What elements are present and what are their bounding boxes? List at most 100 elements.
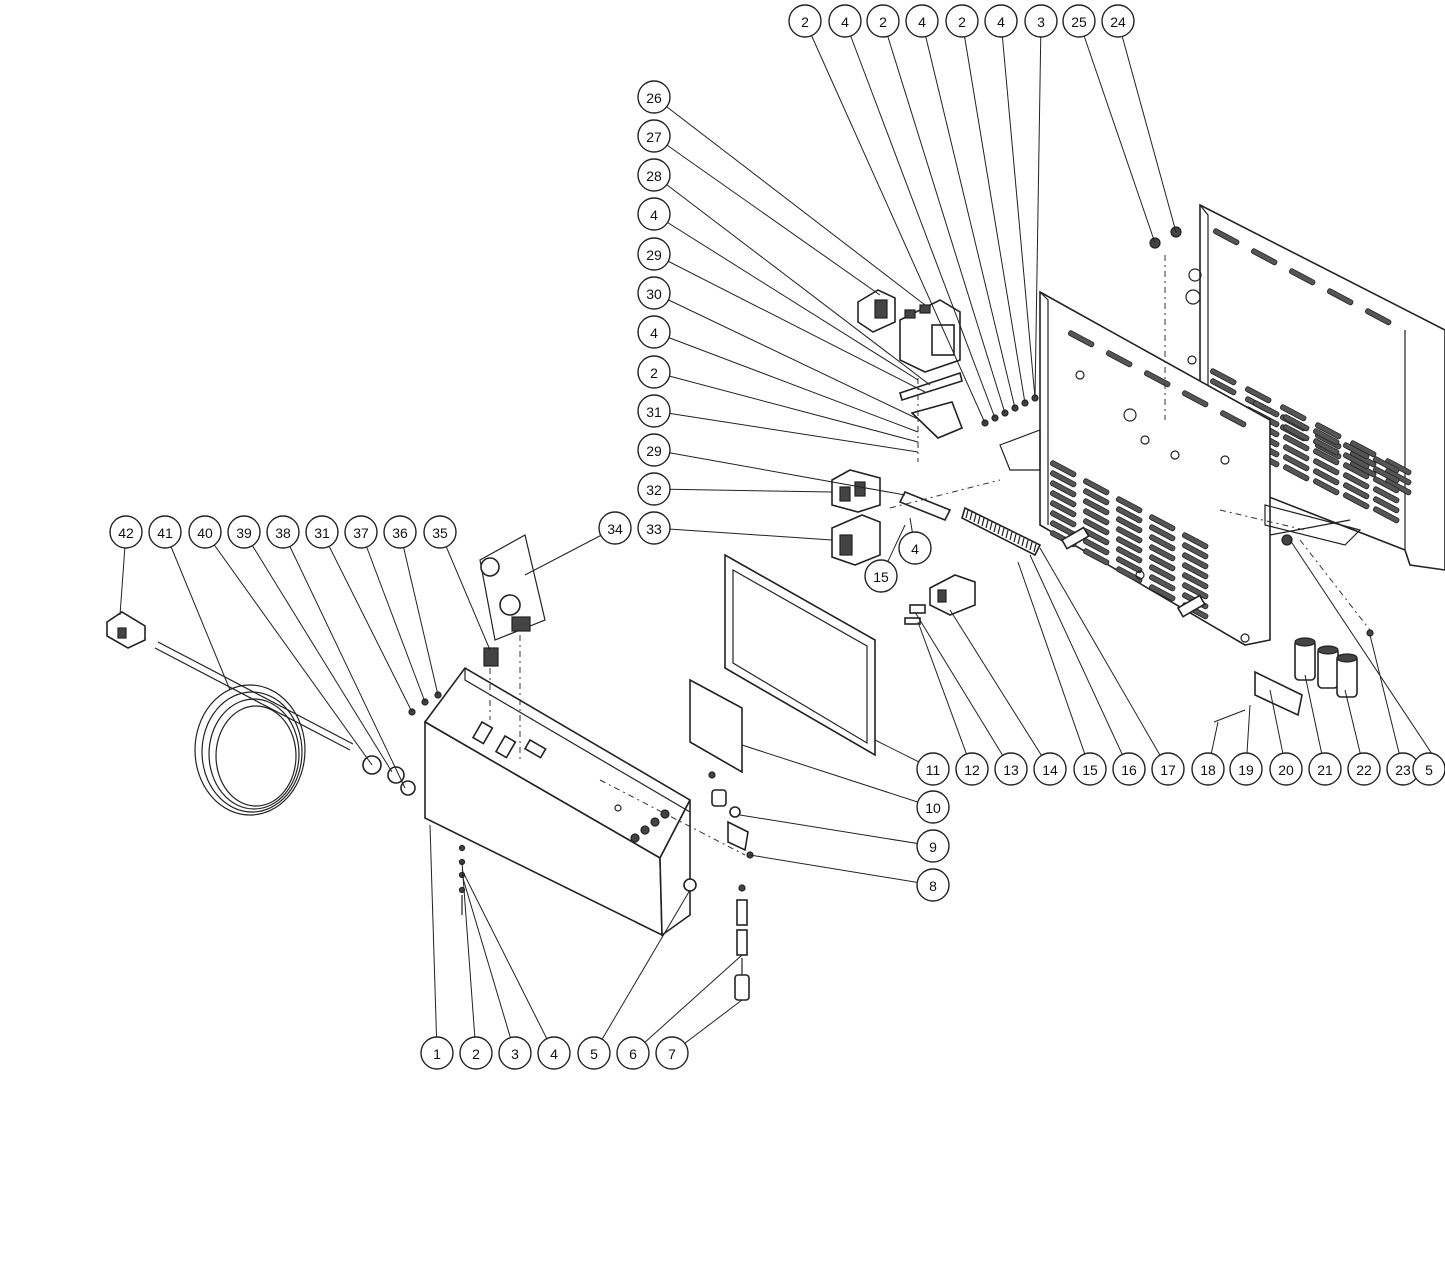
din-rail-28 bbox=[899, 371, 964, 462]
callout-bubble-r17: 17 bbox=[1151, 752, 1185, 786]
leader-line-c27 bbox=[653, 135, 881, 296]
callout-label-c4a: 4 bbox=[650, 207, 658, 223]
leader-line-l31 bbox=[321, 531, 413, 713]
callout-label-c33: 33 bbox=[646, 521, 662, 537]
callout-label-b2: 2 bbox=[472, 1046, 480, 1062]
gasket-frame-11 bbox=[724, 553, 876, 757]
terminal-tick bbox=[973, 513, 977, 523]
callout-bubble-l35: 35 bbox=[423, 515, 457, 549]
louver-slot bbox=[1312, 458, 1340, 476]
callout-bubble-b4: 4 bbox=[537, 1036, 571, 1070]
callout-label-l39: 39 bbox=[236, 525, 252, 541]
leader-line-c26 bbox=[653, 96, 926, 306]
callout-label-t4b: 4 bbox=[918, 14, 926, 30]
louver-slot bbox=[1105, 350, 1133, 368]
callout-bubble-r5: 5 bbox=[1412, 752, 1445, 786]
callout-label-r21: 21 bbox=[1317, 762, 1333, 778]
terminal-tick bbox=[1025, 539, 1029, 549]
louver-slot bbox=[1282, 464, 1310, 482]
callout-label-c31: 31 bbox=[646, 404, 662, 420]
terminal-tick bbox=[1017, 535, 1021, 545]
leader-line-r16 bbox=[1029, 554, 1130, 770]
leader-line-t24 bbox=[1117, 20, 1177, 233]
louver-slot bbox=[1148, 574, 1176, 592]
louver-slot bbox=[1181, 390, 1209, 408]
louver-slot bbox=[1049, 490, 1077, 508]
callout-label-t4a: 4 bbox=[841, 14, 849, 30]
callout-label-b6: 6 bbox=[629, 1046, 637, 1062]
callout-label-r14: 14 bbox=[1042, 762, 1058, 778]
louver-slot bbox=[1181, 532, 1209, 550]
louver-slot bbox=[1115, 546, 1143, 564]
louver-slot bbox=[1212, 228, 1240, 246]
callout-label-s9: 9 bbox=[929, 839, 937, 855]
louver-slot bbox=[1342, 462, 1370, 480]
terminal-tick bbox=[989, 521, 993, 531]
callout-bubble-r20: 20 bbox=[1269, 752, 1303, 786]
callout-label-r23: 23 bbox=[1395, 762, 1411, 778]
louver-slot bbox=[1312, 478, 1340, 496]
callout-label-l40: 40 bbox=[197, 525, 213, 541]
leader-line-t2b bbox=[882, 20, 1006, 414]
callout-bubble-t2b: 2 bbox=[866, 4, 900, 38]
callout-label-c27: 27 bbox=[646, 129, 662, 145]
louver-slot bbox=[1049, 470, 1077, 488]
callout-bubble-t4c: 4 bbox=[984, 4, 1018, 38]
callout-label-b4: 4 bbox=[550, 1046, 558, 1062]
callout-bubble-b3: 3 bbox=[498, 1036, 532, 1070]
callout-label-r18: 18 bbox=[1200, 762, 1216, 778]
callout-label-t2c: 2 bbox=[958, 14, 966, 30]
louver-slot bbox=[1209, 378, 1237, 396]
leader-line-b4 bbox=[461, 869, 555, 1054]
leader-line-r15 bbox=[1017, 561, 1091, 770]
leader-line-c29b bbox=[653, 449, 906, 496]
louver-slot bbox=[1372, 476, 1400, 494]
louver-slot bbox=[1312, 448, 1340, 466]
leader-line-r23 bbox=[1369, 634, 1404, 770]
callout-label-c32: 32 bbox=[646, 482, 662, 498]
callout-bubble-m34: 34 bbox=[598, 511, 632, 545]
louver-slot bbox=[1082, 518, 1110, 536]
louver-slot bbox=[1148, 534, 1176, 552]
leader-line-t3 bbox=[1034, 20, 1042, 399]
callout-bubble-l31: 31 bbox=[305, 515, 339, 549]
terminal-tick bbox=[1005, 529, 1009, 539]
leader-line-c2 bbox=[653, 371, 919, 443]
louver-slot bbox=[1372, 466, 1400, 484]
callout-label-r11: 11 bbox=[926, 762, 941, 778]
callout-bubble-c2: 2 bbox=[637, 355, 671, 389]
louver-slot bbox=[1082, 538, 1110, 556]
transformer-14 bbox=[904, 574, 976, 625]
callout-label-t2b: 2 bbox=[879, 14, 887, 30]
capacitors-21-22 bbox=[1281, 534, 1374, 698]
switch-35 bbox=[483, 647, 499, 720]
louver-slot bbox=[1082, 478, 1110, 496]
callout-label-b7: 7 bbox=[668, 1046, 676, 1062]
louver-slot bbox=[1342, 482, 1370, 500]
leader-line-c4b bbox=[653, 331, 919, 433]
callout-label-r17: 17 bbox=[1160, 762, 1176, 778]
terminal-tick bbox=[1009, 531, 1013, 541]
callout-bubble-l42: 42 bbox=[109, 515, 143, 549]
leader-line-c30 bbox=[653, 292, 921, 421]
callout-label-r19: 19 bbox=[1238, 762, 1254, 778]
callout-label-r13: 13 bbox=[1003, 762, 1019, 778]
louver-slot bbox=[1115, 536, 1143, 554]
leader-line-s9 bbox=[739, 814, 934, 847]
terminal-tick bbox=[977, 515, 981, 525]
callout-label-b5: 5 bbox=[590, 1046, 598, 1062]
sensor-probe-assembly bbox=[599, 771, 754, 1001]
callout-label-l37: 37 bbox=[353, 525, 369, 541]
louver-slot bbox=[1372, 506, 1400, 524]
callout-bubble-c29b: 29 bbox=[637, 433, 671, 467]
callout-bubble-t25: 25 bbox=[1062, 4, 1096, 38]
louver-slot bbox=[1312, 468, 1340, 486]
leader-line-c32 bbox=[653, 488, 833, 493]
louver-slot bbox=[1181, 582, 1209, 600]
callout-bubble-c27: 27 bbox=[637, 119, 671, 153]
callout-bubble-t2a: 2 bbox=[788, 4, 822, 38]
front-louvered-panel bbox=[999, 290, 1362, 646]
callout-leaders bbox=[119, 20, 1443, 1054]
callout-bubble-t24: 24 bbox=[1101, 4, 1135, 38]
callout-label-l35: 35 bbox=[432, 525, 448, 541]
